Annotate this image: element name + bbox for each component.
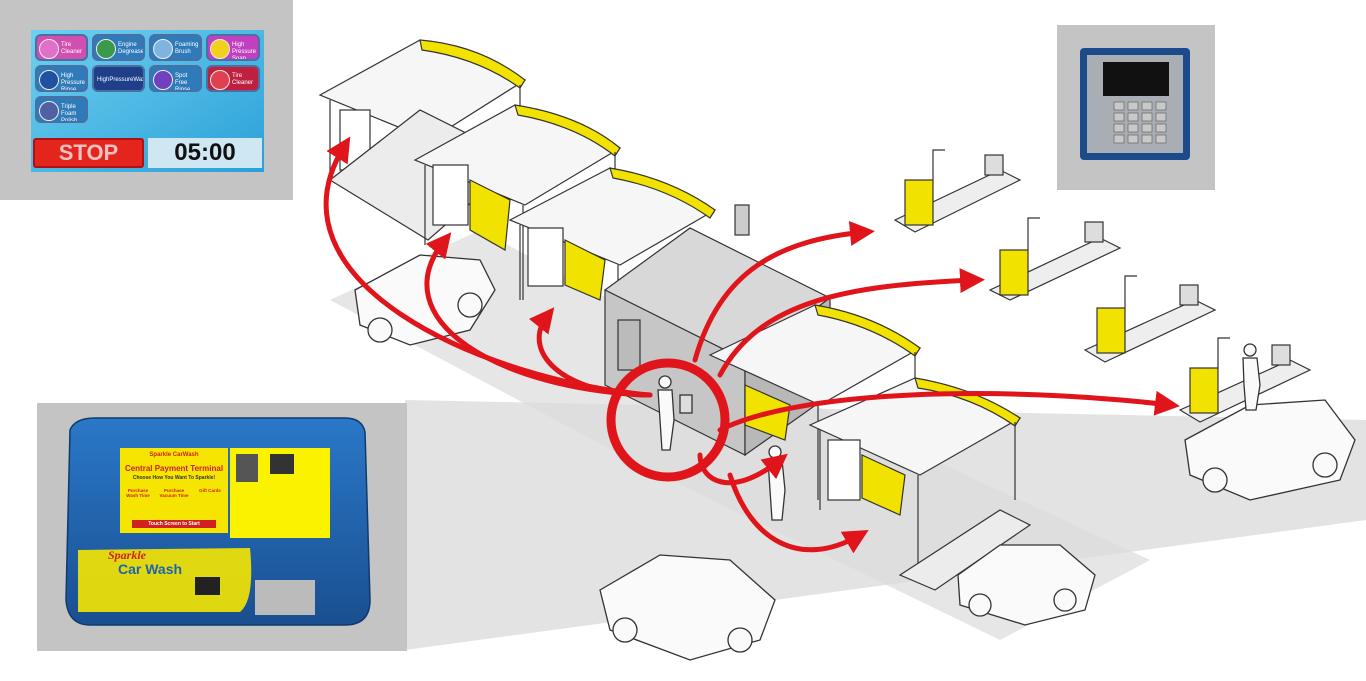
car-bay-exit [957, 544, 1096, 626]
arrow-to-vacuum-2 [717, 268, 985, 378]
menu-button-icon [153, 70, 173, 90]
car-right [1184, 399, 1356, 501]
menu-button-3[interactable]: Foaming Brush [149, 34, 202, 61]
menu-button-9[interactable]: Triple Foam Polish [35, 96, 88, 123]
vacuum-station-3 [1083, 275, 1217, 363]
vacuum-station-2 [988, 217, 1122, 301]
wash-menu-buttons: Tire Cleaner Engine Degreaser Foaming Br… [31, 30, 264, 172]
car-left [354, 254, 496, 346]
terminal-logo-sparkle: Sparkle [108, 548, 147, 562]
menu-button-icon [153, 39, 173, 59]
terminal-screen-footer[interactable]: Touch Screen to Start [132, 520, 216, 528]
stop-button[interactable]: STOP [33, 138, 144, 168]
menu-button-7[interactable]: Spot Free Rinse [149, 65, 202, 92]
wash-timer: 05:00 [148, 138, 262, 168]
menu-button-icon [210, 70, 230, 90]
person-vacuum [1242, 343, 1261, 411]
menu-button-2[interactable]: Engine Degreaser [92, 34, 145, 61]
terminal-screen-title: Central Payment Terminal [124, 464, 224, 473]
menu-button-icon [210, 39, 230, 59]
terminal-highlight-circle [606, 358, 730, 482]
menu-button-8[interactable]: Tire Cleaner [206, 65, 260, 92]
wash-bay-3 [508, 167, 717, 301]
menu-button-icon [39, 70, 59, 90]
wash-bay-5 [808, 377, 1032, 591]
menu-button-6[interactable]: HighPressureWax [92, 65, 145, 92]
arrow-to-vacuum-1 [692, 220, 875, 363]
payment-terminal [65, 417, 371, 626]
menu-button-icon [39, 39, 59, 59]
terminal-logo-carwash: Car Wash [118, 561, 183, 577]
terminal-option-vacuum[interactable]: Purchase Vacuum Time [159, 488, 189, 498]
terminal-logo: Sparkle Car Wash [100, 548, 210, 588]
terminal-option-wash[interactable]: Purchase Wash Time [126, 488, 150, 498]
terminal-screen-subtitle: Choose How You Want To Sparkle! [132, 475, 216, 481]
menu-button-1[interactable]: Tire Cleaner [35, 34, 88, 61]
customer-figure [657, 375, 693, 451]
keypad-device [1080, 48, 1190, 160]
menu-button-icon [96, 39, 116, 59]
car-bottom [599, 554, 776, 661]
terminal-option-gift[interactable]: Gift Cards [199, 488, 221, 493]
wash-bay-2 [413, 104, 622, 300]
menu-button-5[interactable]: High Pressure Rinse [35, 65, 88, 92]
menu-button-4[interactable]: High Pressure Soap [206, 34, 260, 61]
arrow-to-bay-5 [727, 472, 869, 554]
terminal-screen: Sparkle CarWash Central Payment Terminal… [120, 448, 228, 533]
arrow-to-vacuum-4 [717, 390, 1180, 433]
terminal-brand-small: Sparkle CarWash [149, 452, 199, 458]
menu-button-icon [39, 101, 59, 121]
vacuum-station-1 [893, 149, 1022, 233]
